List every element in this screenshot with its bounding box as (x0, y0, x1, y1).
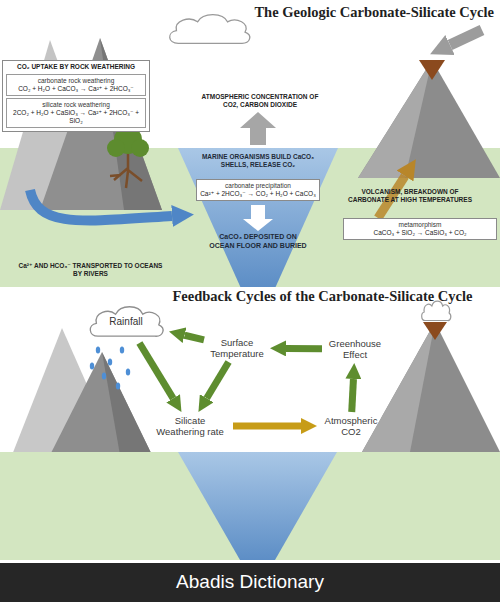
land-band (0, 452, 500, 560)
feedback-factor: Silicate Weathering rate (150, 415, 230, 437)
raindrop (90, 363, 94, 370)
raindrop (102, 373, 106, 380)
ocean-basin: MARINE ORGANISMS BUILD CaCO₃ SHELLS, REL… (178, 148, 338, 287)
volcano (362, 322, 500, 452)
volcano-crater (423, 322, 447, 340)
node-text: carbonate rock weathering (9, 77, 143, 85)
node-text: CO₂ + H₂O + CaCO₃ → Ca²⁺ + 2HCO₃⁻ (9, 85, 143, 93)
node-text: carbonate precipitation (199, 182, 317, 190)
node-text: CaCO₃ + SiO₂ → CaSiO₃ + CO₂ (346, 229, 494, 237)
river-arrow (30, 190, 172, 220)
tree-canopy (107, 139, 125, 157)
raindrops (90, 347, 130, 390)
node-text: Greenhouse Effect (325, 338, 385, 360)
process-box: CO₂ UPTAKE BY ROCK WEATHERING carbonate r… (2, 60, 150, 132)
node-text: MARINE ORGANISMS BUILD CaCO₃ SHELLS, REL… (178, 148, 338, 169)
cloud-outline (90, 307, 163, 336)
volcano (358, 60, 500, 178)
feedback-factor: Greenhouse Effect (325, 338, 385, 360)
feedback-arrow (139, 343, 173, 398)
node-text: CaCO₃ DEPOSITED ON OCEAN FLOOR AND BURIE… (208, 232, 308, 250)
node-text: Atmospheric CO2 (320, 415, 382, 437)
gas-arrow (450, 30, 482, 45)
diagram-title: The Geologic Carbonate-Silicate Cycle (226, 4, 494, 21)
footer-band (0, 563, 500, 602)
cloud (170, 15, 250, 44)
feedback-arrow (207, 362, 229, 398)
node-text: Silicate Weathering rate (150, 415, 230, 437)
reaction-box: silicate rock weathering2CO₂ + H₂O + CaS… (6, 98, 146, 128)
reaction-box: metamorphismCaCO₃ + SiO₂ → CaSiO₃ + CO₂ (343, 218, 497, 240)
raindrop (120, 347, 124, 354)
ocean-outline (178, 148, 338, 287)
reaction-box: carbonate precipitationCa²⁺ + 2HCO₃⁻ → C… (196, 179, 320, 201)
raindrop (108, 359, 112, 366)
node-text: Ca²⁺ + 2HCO₃⁻ → CO₂ + H₂O + CaCO₃ (199, 190, 317, 198)
node-text: silicate rock weathering (9, 101, 143, 109)
up-arrow (240, 112, 276, 145)
mountain-shade (102, 352, 152, 455)
feedback-arrow (233, 423, 301, 430)
node-text: metamorphism (346, 221, 494, 229)
ocean (178, 452, 337, 560)
ocean-shape (178, 148, 338, 287)
feedback-arrow (352, 379, 354, 412)
feedback-factor: Surface Temperature (207, 337, 267, 359)
node-text: Rainfall (109, 316, 142, 327)
node-text: Surface Temperature (207, 337, 267, 359)
plume (422, 301, 451, 320)
raindrop (116, 383, 120, 390)
raindrop (126, 369, 130, 376)
annotation: ATMOSPHERIC CONCENTRATION OF CO2, CARBON… (195, 93, 325, 109)
feedback-arrow (185, 335, 204, 340)
reaction-box: carbonate rock weatheringCO₂ + H₂O + CaC… (6, 74, 146, 96)
annotation: Ca²⁺ AND HCO₃⁻ TRANSPORTED TO OCEANS BY … (18, 262, 163, 278)
feedback-arrow (286, 345, 322, 352)
watermark: Abadis Dictionary (0, 570, 500, 594)
tree-canopy (131, 139, 149, 157)
annotation: VOLCANISM, BREAKDOWN OF CARBONATE AT HIG… (345, 188, 475, 204)
node-text: 2CO₂ + H₂O + CaSiO₃ → Ca²⁺ + 2HCO₃⁻ + Si… (9, 109, 143, 125)
cloud-node: Rainfall (86, 302, 166, 340)
panel-title: Feedback Cycles of the Carbonate-Silicat… (150, 288, 495, 305)
volcano-shade (358, 60, 432, 178)
node-text: CO₂ UPTAKE BY ROCK WEATHERING (5, 63, 147, 71)
feedback-factor: Atmospheric CO2 (320, 415, 382, 437)
mountain (50, 352, 152, 455)
volcano-crater (419, 60, 445, 80)
raindrop (96, 347, 100, 354)
